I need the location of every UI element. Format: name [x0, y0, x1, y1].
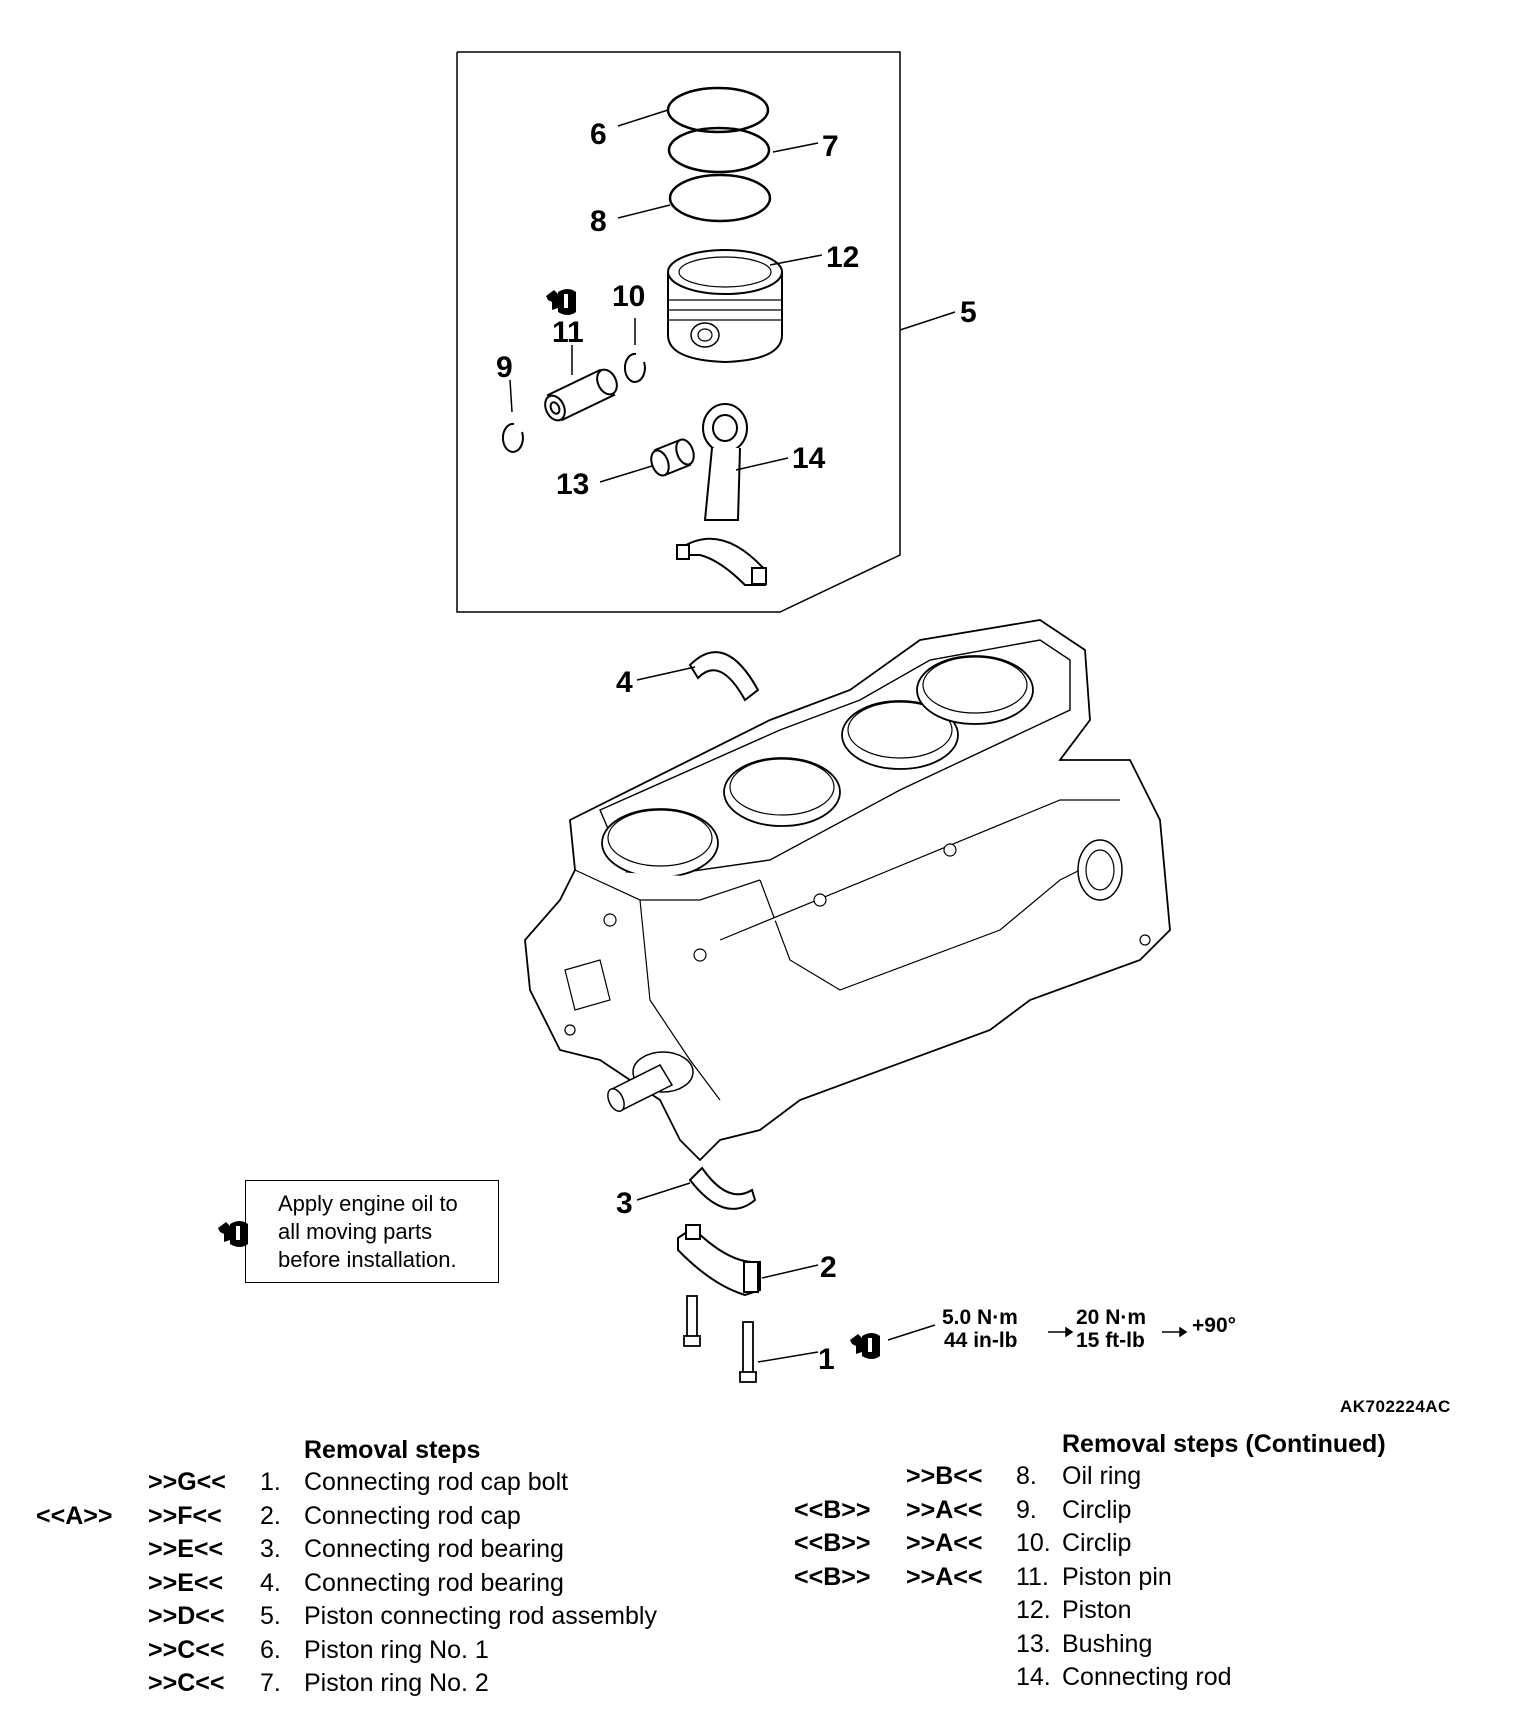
step-code: >>B<< [906, 1462, 983, 1490]
step-name: Connecting rod bearing [304, 1535, 564, 1563]
piston-assembly-box [456, 51, 901, 613]
step-number: 10. [1016, 1529, 1051, 1557]
step-number: 3. [260, 1535, 281, 1563]
step-number: 4. [260, 1568, 281, 1597]
torque-step1-metric: 5.0 N·m [942, 1306, 1018, 1329]
torque-step3: +90° [1192, 1314, 1236, 1337]
callout-7: 7 [822, 130, 839, 163]
step-code: >>A<< [906, 1529, 983, 1557]
callout-4: 4 [616, 666, 633, 699]
oil-can-icon [546, 289, 576, 315]
step-number: 12. [1016, 1596, 1051, 1624]
callout-8: 8 [590, 205, 607, 238]
oil-can-icon [218, 1221, 248, 1247]
step-number: 11. [1016, 1562, 1049, 1591]
step-name: Connecting rod [1062, 1663, 1232, 1691]
step-pre-code: <<B>> [794, 1495, 871, 1524]
step-code: >>C<< [148, 1635, 225, 1664]
step-name: Oil ring [1062, 1462, 1142, 1490]
step-name: Circlip [1062, 1495, 1132, 1524]
step-pre-code: <<B>> [794, 1562, 871, 1591]
oil-note: Apply engine oil to all moving parts bef… [278, 1190, 458, 1274]
step-code: >>C<< [148, 1669, 225, 1697]
step-pre-code: <<B>> [794, 1529, 871, 1557]
step-name: Piston [1062, 1596, 1132, 1624]
figure-id: AK702224AC [1340, 1397, 1451, 1416]
removal-steps-continued-heading: Removal steps (Continued) [1062, 1430, 1386, 1458]
circlip-9 [501, 422, 524, 453]
cylinder-block [524, 619, 1171, 1162]
leader-lines [509, 109, 956, 1363]
callout-6: 6 [590, 118, 607, 151]
removal-steps-heading: Removal steps [304, 1436, 481, 1464]
piston-pin [544, 368, 618, 422]
step-code: >>F<< [148, 1501, 222, 1530]
step-code: >>D<< [148, 1602, 225, 1630]
exploded-diagram: 6 7 8 12 10 11 5 9 13 14 4 3 2 1 5.0 N·m… [218, 51, 1236, 1383]
step-code: >>A<< [906, 1495, 983, 1524]
step-name: Piston ring No. 1 [304, 1635, 489, 1664]
oil-note-line3: before installation. [278, 1247, 457, 1272]
callout-9: 9 [496, 351, 513, 384]
piston [667, 249, 783, 364]
callout-3: 3 [616, 1187, 633, 1220]
step-number: 14. [1016, 1663, 1051, 1691]
connecting-rod-cap-bolt [683, 1295, 757, 1383]
piston-ring-no1 [666, 86, 770, 134]
arrow-icon [1048, 1326, 1074, 1338]
oil-ring [668, 173, 772, 223]
step-number: 6. [260, 1635, 281, 1664]
step-name: Piston pin [1062, 1562, 1172, 1591]
step-number: 1. [260, 1468, 281, 1496]
connecting-rod-bearing-upper [688, 651, 760, 702]
oil-note-box [245, 1180, 499, 1283]
step-name: Piston connecting rod assembly [304, 1602, 657, 1630]
arrow-icon [1162, 1326, 1188, 1338]
step-code: >>E<< [148, 1568, 224, 1597]
callout-12: 12 [826, 241, 859, 274]
step-name: Piston ring No. 2 [304, 1669, 489, 1697]
step-code: >>A<< [906, 1562, 983, 1591]
callout-2: 2 [820, 1251, 837, 1284]
step-code: >>E<< [148, 1535, 224, 1563]
step-number: 2. [260, 1501, 281, 1530]
step-number: 9. [1016, 1495, 1037, 1524]
step-name: Connecting rod cap [304, 1501, 521, 1530]
step-name: Circlip [1062, 1529, 1132, 1557]
torque-step2-metric: 20 N·m [1076, 1306, 1146, 1329]
step-pre-code: <<A>> [36, 1501, 113, 1530]
step-number: 13. [1016, 1629, 1051, 1658]
step-name: Connecting rod cap bolt [304, 1468, 569, 1496]
bushing [650, 438, 695, 477]
torque-step1-imperial: 44 in-lb [944, 1329, 1018, 1352]
step-number: 5. [260, 1602, 281, 1630]
step-code: >>G<< [148, 1468, 226, 1496]
oil-note-line2: all moving parts [278, 1219, 433, 1244]
torque-step2-imperial: 15 ft-lb [1076, 1329, 1145, 1352]
piston-ring-no2 [667, 126, 771, 174]
oil-note-line1: Apply engine oil to [278, 1191, 458, 1216]
step-name: Bushing [1062, 1629, 1153, 1658]
callout-1: 1 [818, 1343, 835, 1376]
connecting-rod [676, 403, 767, 586]
circlip-10 [623, 352, 646, 383]
callout-11: 11 [552, 316, 584, 349]
callout-5: 5 [960, 296, 977, 329]
connecting-rod-cap [677, 1224, 761, 1297]
step-name: Connecting rod bearing [304, 1568, 564, 1597]
callout-14: 14 [792, 442, 826, 475]
oil-can-icon [850, 1333, 880, 1359]
callout-10: 10 [612, 280, 645, 313]
step-number: 7. [260, 1669, 281, 1697]
callout-13: 13 [556, 468, 589, 501]
step-number: 8. [1016, 1462, 1037, 1490]
connecting-rod-bearing-lower [688, 1166, 757, 1210]
